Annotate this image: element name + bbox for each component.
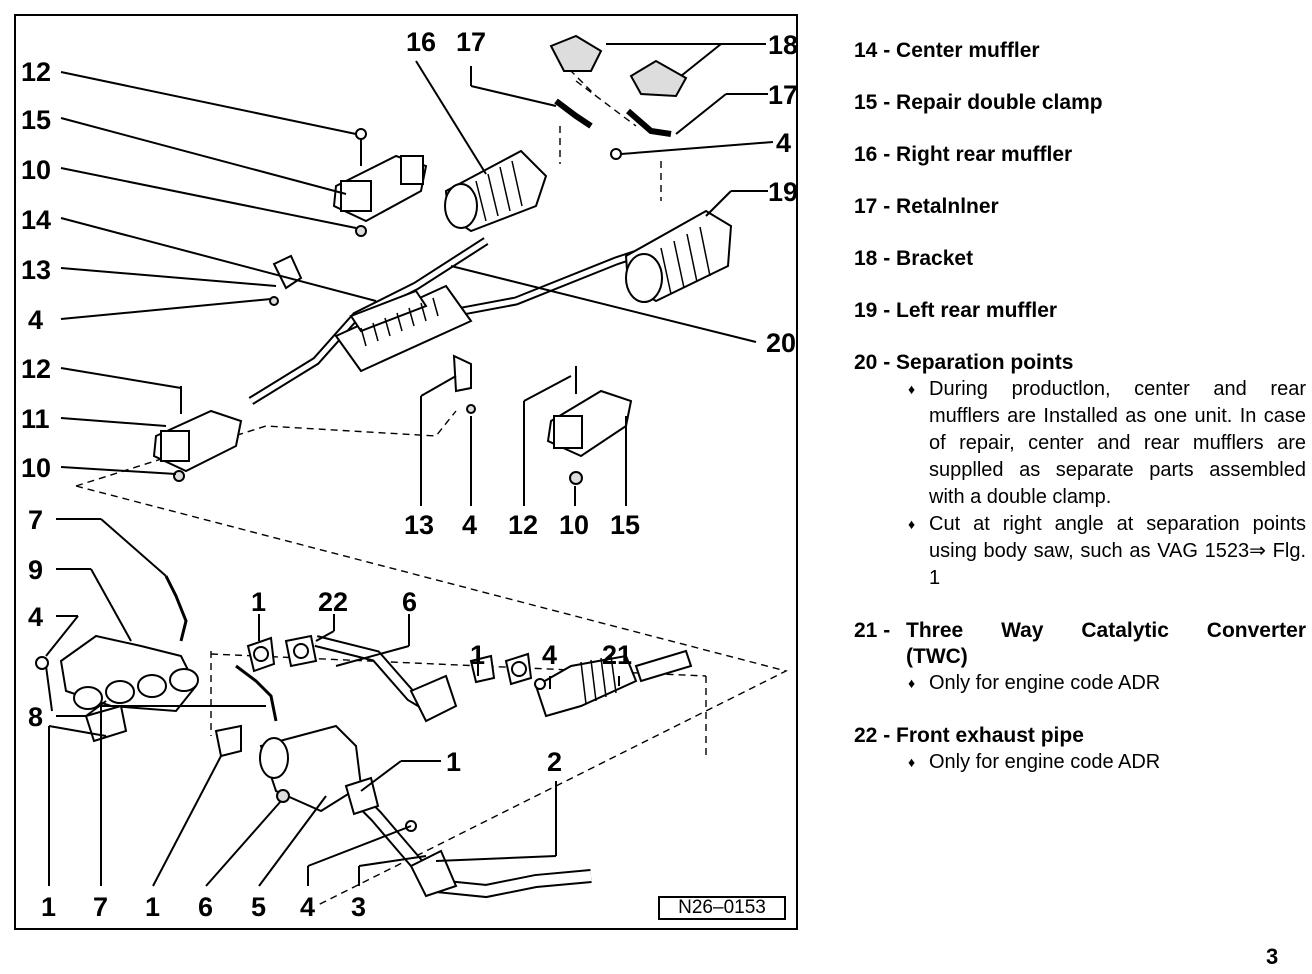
bracket-right <box>629 59 688 98</box>
legend-item-18: 18 - Bracket <box>854 246 1306 272</box>
callout-15: 15 <box>610 510 640 540</box>
callout-3: 3 <box>351 892 366 922</box>
callout-2: 2 <box>547 747 562 777</box>
legend-number: 21 - <box>854 619 891 642</box>
callout-6: 6 <box>198 892 213 922</box>
callout-5: 5 <box>251 892 266 922</box>
legend-bullet: ♦ Only for engine code ADR <box>854 749 1306 776</box>
diamond-bullet-icon: ♦ <box>908 675 916 691</box>
bullet-text: Only for engine code ADR <box>929 672 1161 694</box>
legend-number: 16 - <box>854 143 891 166</box>
exhaust-manifold <box>59 634 199 713</box>
callout-18: 18 <box>768 30 796 60</box>
exploded-diagram-frame: 12 15 10 14 13 4 12 11 10 16 17 18 17 4 … <box>14 14 798 930</box>
callout-14: 14 <box>21 205 51 235</box>
legend-text: Center muffler <box>896 39 1040 62</box>
callout-16: 16 <box>406 27 436 57</box>
clamp-lower-left <box>152 409 243 473</box>
callout-4: 4 <box>542 640 557 670</box>
legend-text: Front exhaust pipe <box>896 724 1084 747</box>
legend-bullet: ♦ During productlon, center and rear muf… <box>854 376 1306 511</box>
repair-double-clamp-upper <box>332 154 428 223</box>
diamond-bullet-icon: ♦ <box>908 381 916 397</box>
callout-12: 12 <box>21 57 51 87</box>
legend-item-20: 20 - Separation points <box>854 350 1306 376</box>
legend-item-19: 19 - Left rear muffler <box>854 298 1306 324</box>
callout-22: 22 <box>318 587 348 617</box>
legend-number: 19 - <box>854 299 891 322</box>
center-muffler <box>334 284 473 373</box>
legend-item-22: 22 - Front exhaust pipe <box>854 723 1306 749</box>
callout-19: 19 <box>768 177 796 207</box>
callout-7: 7 <box>93 892 108 922</box>
exhaust-system-exploded-view: 12 15 10 14 13 4 12 11 10 16 17 18 17 4 … <box>21 27 796 922</box>
callout-4: 4 <box>300 892 315 922</box>
bullet-text: Only for engine code ADR <box>929 751 1161 773</box>
legend-text: Bracket <box>896 247 974 270</box>
diamond-bullet-icon: ♦ <box>908 754 916 770</box>
page-number: 3 <box>1266 944 1279 969</box>
legend-bullet: ♦ Cut at right angle at separation point… <box>854 511 1306 592</box>
figure-code: N26–0153 <box>658 896 786 920</box>
callout-21: 21 <box>602 640 632 670</box>
diamond-bullet-icon: ♦ <box>908 516 916 532</box>
legend-item-16: 16 - Right rear muffler <box>854 142 1306 168</box>
legend-item-15: 15 - Repair double clamp <box>854 90 1306 116</box>
legend-number: 17 - <box>854 195 891 218</box>
legend-number: 20 - <box>854 351 891 374</box>
legend-text: Retalnlner <box>896 195 999 218</box>
callout-20: 20 <box>766 328 796 358</box>
callout-8: 8 <box>28 702 43 732</box>
callout-10: 10 <box>559 510 589 540</box>
three-way-catalytic-converter <box>534 649 693 718</box>
callout-1: 1 <box>470 640 485 670</box>
legend-item-21: 21 - Three Way Catalytic Converter (TWC) <box>854 618 1306 670</box>
legend-text: Left rear muffler <box>896 299 1058 322</box>
callout-4: 4 <box>28 305 43 335</box>
callout-4: 4 <box>776 128 791 158</box>
callout-11: 11 <box>21 404 50 434</box>
callout-12: 12 <box>21 354 51 384</box>
callout-6: 6 <box>402 587 417 617</box>
callout-1: 1 <box>251 587 266 617</box>
callout-7: 7 <box>28 505 43 535</box>
callout-12: 12 <box>508 510 538 540</box>
callout-13: 13 <box>21 255 51 285</box>
catalytic-converter <box>259 724 363 813</box>
callout-1: 1 <box>446 747 461 777</box>
bullet-text: Cut at right angle at separation points … <box>929 513 1306 589</box>
legend-text: Separation points <box>896 351 1074 374</box>
callout-10: 10 <box>21 155 51 185</box>
callout-1: 1 <box>145 892 160 922</box>
callout-15: 15 <box>21 105 51 135</box>
legend-number: 14 - <box>854 39 891 62</box>
callout-10: 10 <box>21 453 51 483</box>
legend-bullet: ♦ Only for engine code ADR <box>854 670 1306 697</box>
bullet-text: During productlon, center and rear muffl… <box>929 378 1306 508</box>
parts-legend: 14 - Center muffler 15 - Repair double c… <box>854 38 1306 776</box>
right-rear-muffler <box>444 149 548 233</box>
legend-item-14: 14 - Center muffler <box>854 38 1306 64</box>
callout-9: 9 <box>28 555 43 585</box>
legend-text: Right rear muffler <box>896 143 1073 166</box>
bracket-left <box>549 34 603 72</box>
repair-double-clamp-mid <box>546 389 633 458</box>
legend-number: 22 - <box>854 724 891 747</box>
callout-17: 17 <box>768 80 796 110</box>
callout-4: 4 <box>28 602 43 632</box>
legend-text: Three Way Catalytic Converter (TWC) <box>906 619 1306 668</box>
callout-13: 13 <box>404 510 434 540</box>
legend-text: Repair double clamp <box>896 91 1103 114</box>
legend-number: 18 - <box>854 247 891 270</box>
callout-17: 17 <box>456 27 486 57</box>
legend-item-17: 17 - Retalnlner <box>854 194 1306 220</box>
legend-number: 15 - <box>854 91 891 114</box>
left-rear-muffler <box>624 209 733 303</box>
callout-1: 1 <box>41 892 56 922</box>
callout-4: 4 <box>462 510 477 540</box>
